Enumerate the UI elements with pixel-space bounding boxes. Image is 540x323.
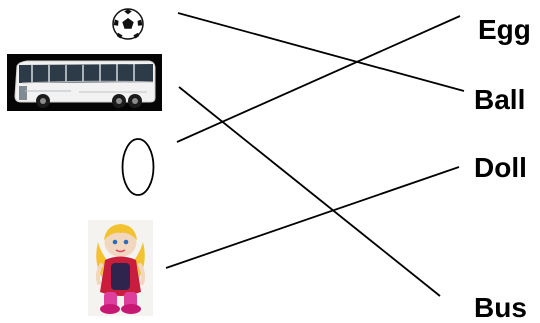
word-bus: Bus xyxy=(474,294,527,322)
egg-icon xyxy=(120,136,156,198)
word-egg: Egg xyxy=(478,16,531,44)
bus-icon xyxy=(7,54,162,111)
word-ball: Ball xyxy=(474,86,525,114)
soccer-ball-icon xyxy=(111,7,145,41)
match-line-ball xyxy=(178,13,464,91)
word-doll: Doll xyxy=(474,154,527,182)
doll-icon xyxy=(88,220,153,316)
match-line-bus xyxy=(179,87,440,296)
match-line-egg xyxy=(177,16,460,142)
match-line-doll xyxy=(166,167,459,268)
